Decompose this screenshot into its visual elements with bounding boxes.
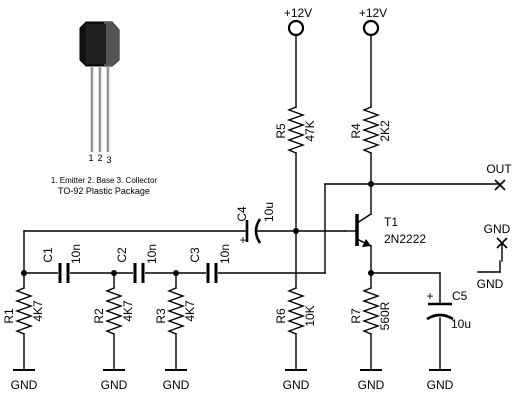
ground-symbol-c5: GND: [427, 369, 454, 392]
pin-1-label: 1: [88, 153, 93, 163]
t1-part: 2N2222: [384, 232, 426, 246]
r2-value: 4K7: [121, 300, 135, 322]
r5-value: 47K: [303, 120, 317, 141]
c5-ref: C5: [452, 289, 468, 303]
vcc-terminal-left: +12V: [284, 6, 312, 37]
resistor-r2: R2 4K7: [92, 287, 135, 335]
c5-polarity-mark: +: [426, 289, 433, 303]
resistor-r4: R4 2K2: [349, 106, 392, 154]
ground-symbol-r3: GND: [163, 369, 190, 392]
capacitor-c5: + C5 10u: [426, 289, 471, 331]
r7-value: 560R: [378, 301, 392, 330]
output-label: OUT: [486, 162, 512, 176]
r3-value: 4K7: [183, 300, 197, 322]
c3-value: 10n: [218, 244, 232, 264]
resistor-r3: R3 4K7: [154, 287, 197, 335]
t1-ref: T1: [384, 215, 398, 229]
capacitor-c2: C2 10n: [115, 244, 159, 283]
c4-polarity-mark: +: [239, 233, 246, 247]
resistor-r5: R5 47K: [274, 106, 317, 154]
junction-dots: [21, 181, 374, 276]
c4-value: 10u: [262, 202, 276, 222]
resistor-r7: R7 560R: [349, 287, 392, 335]
ground-symbol-r7: GND: [358, 369, 385, 392]
r3-ref: R3: [154, 308, 168, 324]
r5-ref: R5: [274, 123, 288, 139]
c3-ref: C3: [188, 247, 202, 263]
package-type-caption: TO-92 Plastic Package: [58, 186, 150, 196]
ground-symbol-r2: GND: [101, 369, 128, 392]
resistor-r1: R1 4K7: [2, 287, 45, 335]
vcc-terminal-right: +12V: [359, 6, 387, 37]
c4-ref: C4: [235, 206, 249, 222]
pin-3-label: 3: [106, 155, 111, 165]
ground-symbol-r6: GND: [283, 369, 310, 392]
gnd-r1-label: GND: [11, 378, 38, 392]
gnd-c5-label: GND: [427, 378, 454, 392]
transistor-t1: T1 2N2222: [344, 213, 426, 247]
gnd-r3-label: GND: [163, 378, 190, 392]
gnd-r6-label: GND: [283, 378, 310, 392]
package-pinout-caption: 1. Emitter 2. Base 3. Collector: [51, 176, 158, 185]
c1-ref: C1: [41, 247, 55, 263]
pin-2-label: 2: [97, 153, 102, 163]
ladder-cap-gaps: [58, 268, 218, 278]
c1-value: 10n: [69, 244, 83, 264]
r6-value: 10K: [303, 305, 317, 326]
vcc-left-label: +12V: [284, 6, 312, 20]
unused-gnd-bottom-label: GND: [477, 277, 504, 291]
capacitor-c3: C3 10n: [188, 244, 232, 283]
c2-ref: C2: [115, 247, 129, 263]
vcc-right-label: +12V: [359, 6, 387, 20]
r4-ref: R4: [349, 123, 363, 139]
r7-ref: R7: [349, 308, 363, 324]
unconnected-ground-terminal: GND GND: [477, 222, 511, 291]
r1-value: 4K7: [31, 300, 45, 322]
unused-gnd-label: GND: [484, 222, 511, 236]
r1-ref: R1: [2, 308, 16, 324]
r4-value: 2K2: [378, 120, 392, 142]
to92-package-drawing: 1 2 3 1. Emitter 2. Base 3. Collector TO…: [51, 21, 158, 196]
gnd-r2-label: GND: [101, 378, 128, 392]
r6-ref: R6: [274, 308, 288, 324]
c2-value: 10n: [145, 244, 159, 264]
capacitor-c1: C1 10n: [41, 244, 83, 283]
capacitor-c4: + C4 10u: [235, 202, 276, 247]
r2-ref: R2: [92, 308, 106, 324]
output-terminal: OUT: [486, 162, 512, 191]
ground-symbol-r1: GND: [11, 369, 38, 392]
resistor-r6: R6 10K: [274, 287, 317, 335]
gnd-r7-label: GND: [358, 378, 385, 392]
c5-value: 10u: [451, 317, 471, 331]
